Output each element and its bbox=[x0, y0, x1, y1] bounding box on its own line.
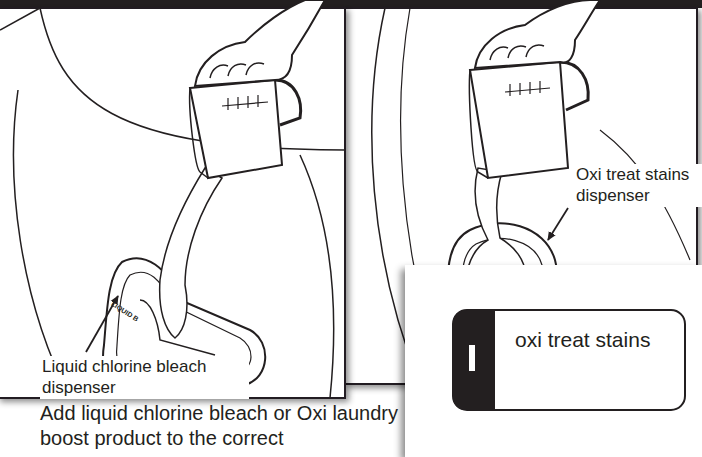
callout-label: Oxi treat stains dispenser bbox=[574, 164, 702, 207]
instruction-text: Add liquid chlorine bleach or Oxi laundr… bbox=[40, 401, 402, 451]
indicator-icon bbox=[405, 265, 702, 457]
indicator-panel: oxi treat stains bbox=[405, 265, 702, 457]
left-panel bbox=[0, 0, 345, 398]
callout-label: Liquid chlorine bleach dispenser bbox=[40, 356, 249, 399]
indicator-label: oxi treat stains bbox=[515, 327, 665, 352]
